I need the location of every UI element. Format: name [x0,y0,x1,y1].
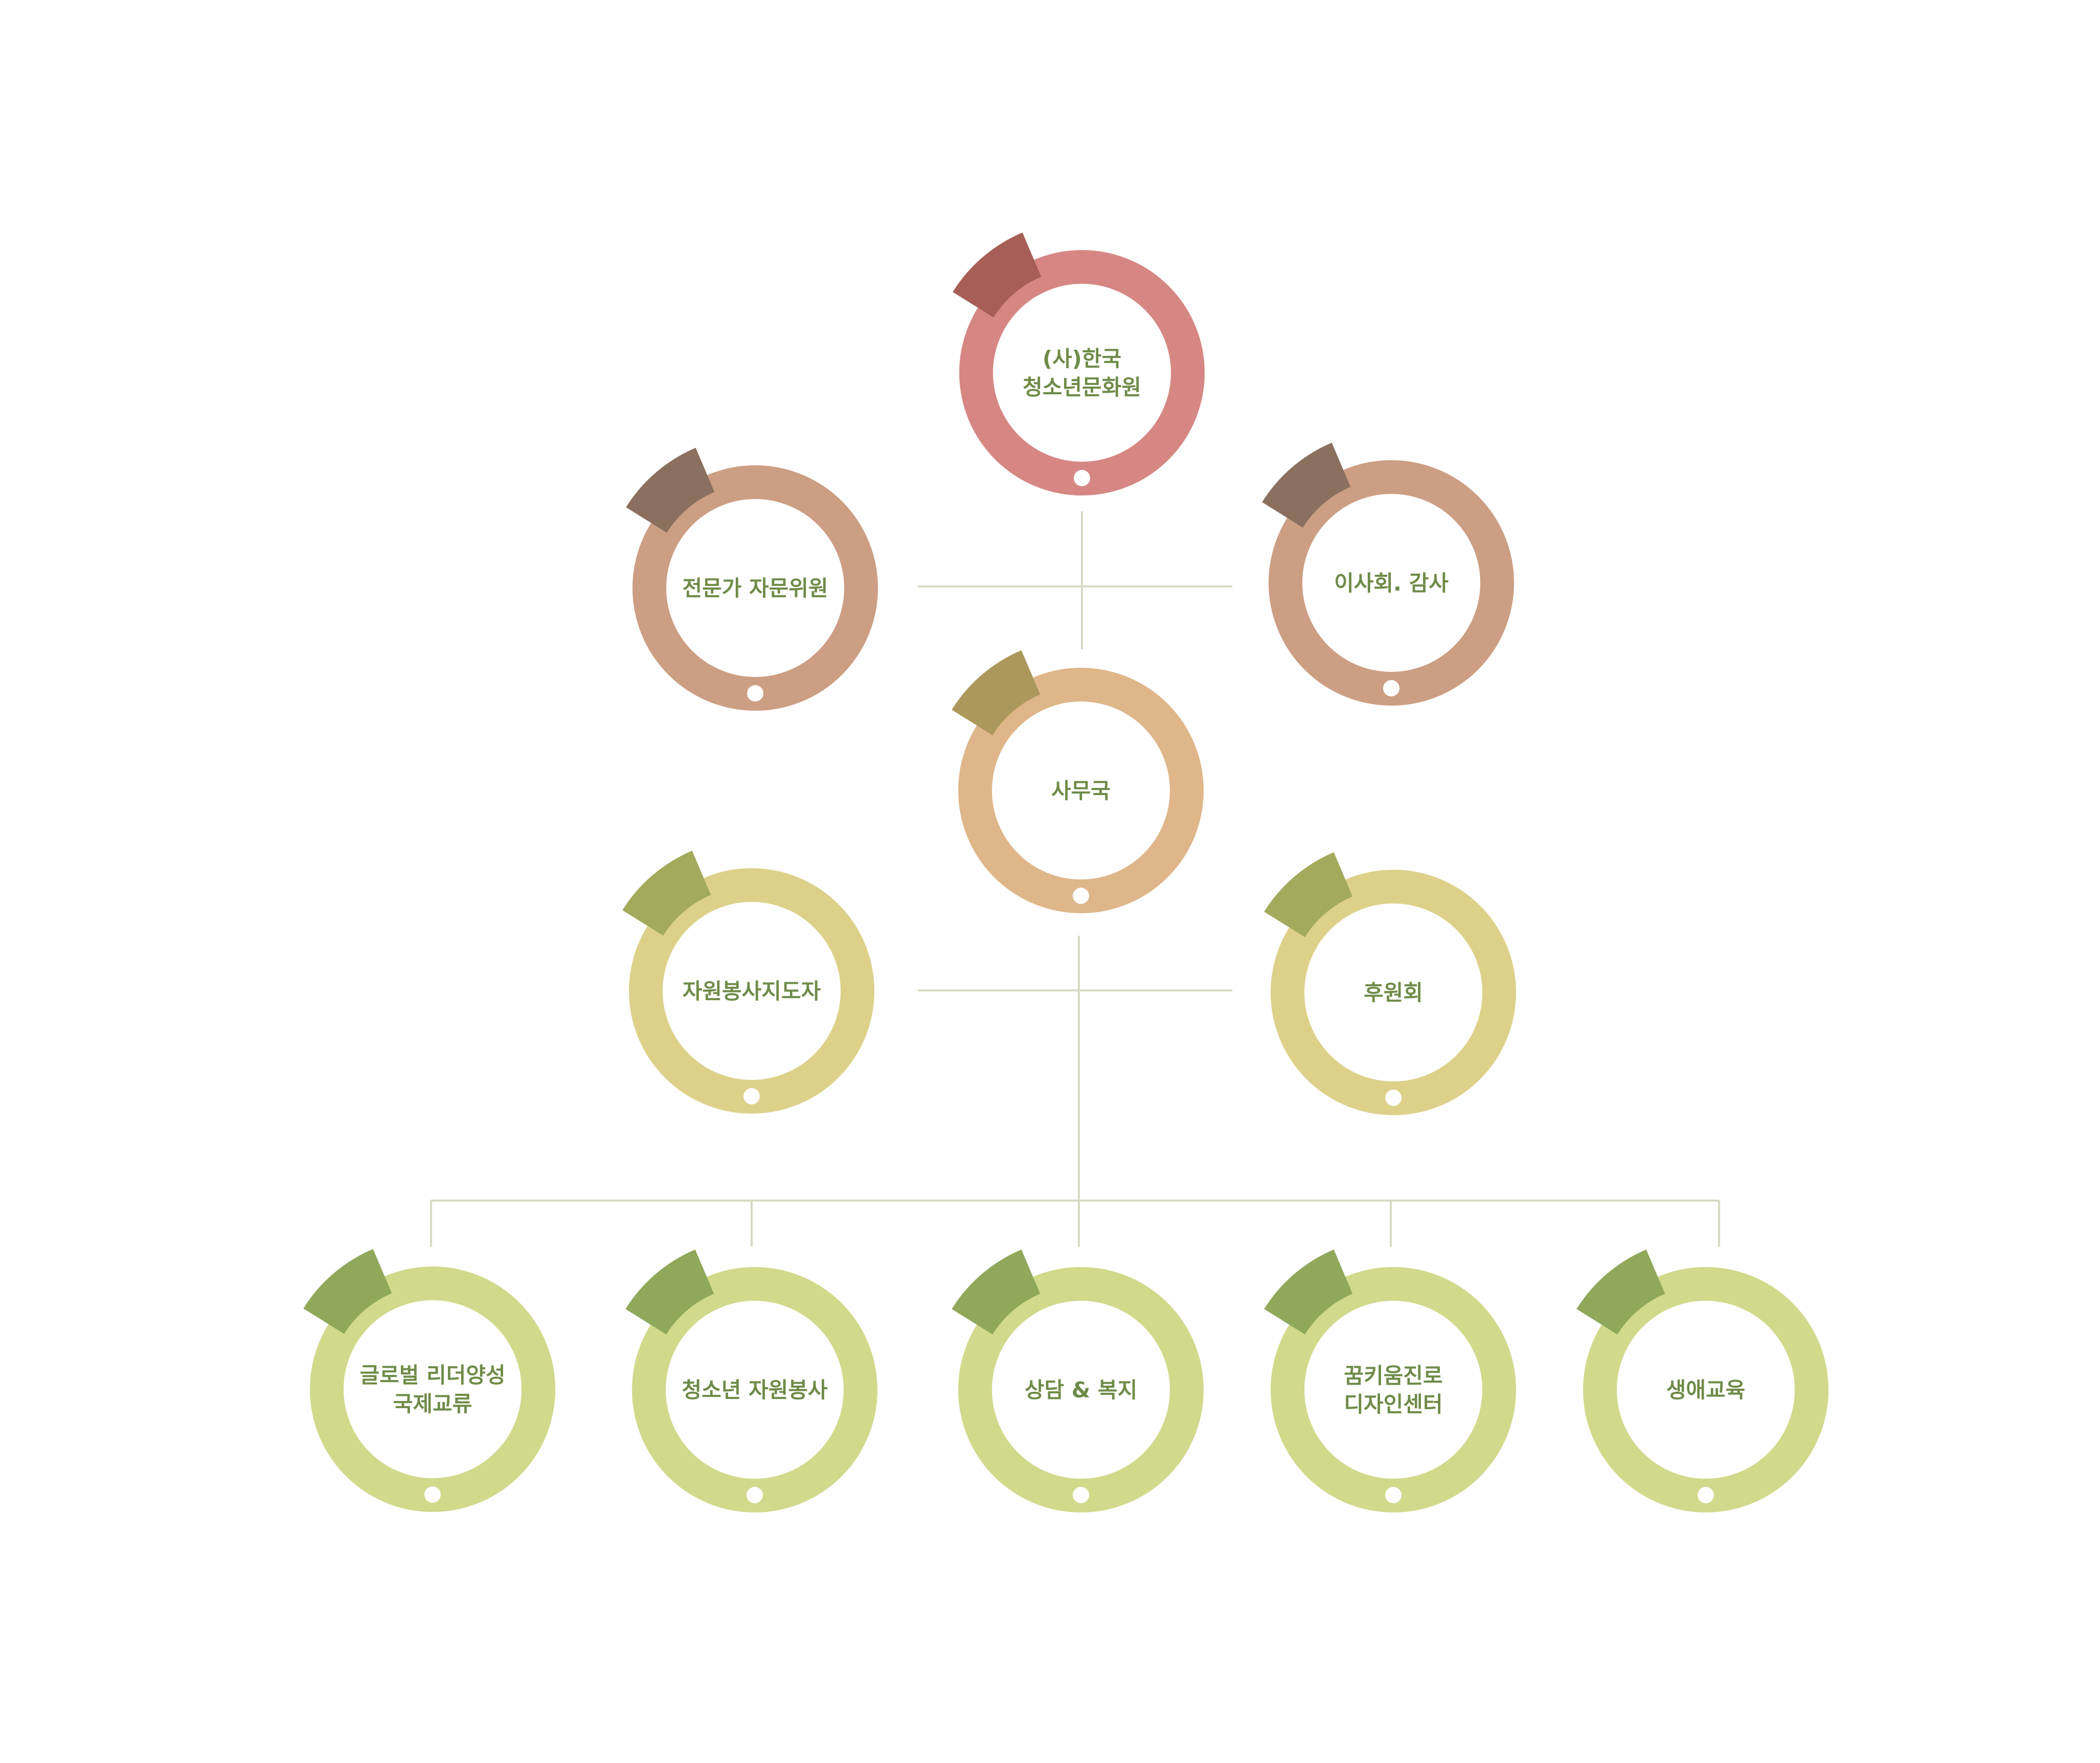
node-tab [625,1249,714,1335]
node-board: 이사회. 감사 [1262,442,1514,706]
node-label: 청소년 자원봉사 [682,1377,827,1403]
node-label: 상담 & 복지 [1025,1377,1137,1403]
node-label: 자원봉사지도자 [683,979,821,1004]
node-dot [424,1486,441,1503]
node-dot [743,1088,760,1104]
node-label: 후원회 [1364,980,1423,1005]
node-label: 전문가 자문위원 [682,576,828,601]
node-dot [1073,888,1089,904]
node-dot [747,685,763,702]
node-tab [1264,1249,1353,1335]
node-dot [1383,680,1399,696]
node-advisors: 전문가 자문위원 [626,447,878,711]
node-dot [747,1487,763,1503]
node-tab [952,650,1041,735]
node-label: 국제교류 [393,1391,472,1416]
node-label: 글로벌 리더양성 [359,1363,505,1388]
node-tab [1262,442,1351,528]
node-dot [1073,1487,1089,1503]
node-tab [953,232,1042,318]
node-label: (사)한국 [1043,346,1121,371]
node-sponsors: 후원회 [1264,852,1516,1115]
node-youth-volunteer: 청소년 자원봉사 [625,1249,877,1512]
connector-lines [430,511,1720,1247]
node-label: 꿈키움진로 [1344,1363,1442,1388]
node-life-education: 생애교육 [1576,1249,1828,1512]
node-tab [622,850,711,936]
node-tab [952,1249,1041,1335]
node-label: 생애교육 [1666,1377,1746,1403]
node-counseling: 상담 & 복지 [952,1249,1204,1512]
node-dot [1385,1090,1402,1106]
node-tab [1576,1249,1665,1335]
node-label: 사무국 [1051,778,1111,803]
node-label: 청소년문화원 [1023,375,1141,400]
node-tab [303,1249,392,1334]
node-label: 디자인센터 [1344,1392,1442,1417]
node-dot [1385,1487,1402,1503]
node-dot [1698,1487,1714,1503]
node-tab [626,447,715,533]
node-label: 이사회. 감사 [1334,571,1449,596]
node-secretariat: 사무국 [952,650,1204,913]
node-volunteer-leaders: 자원봉사지도자 [622,850,874,1114]
node-tab [1264,852,1353,937]
node-dot [1074,470,1090,486]
